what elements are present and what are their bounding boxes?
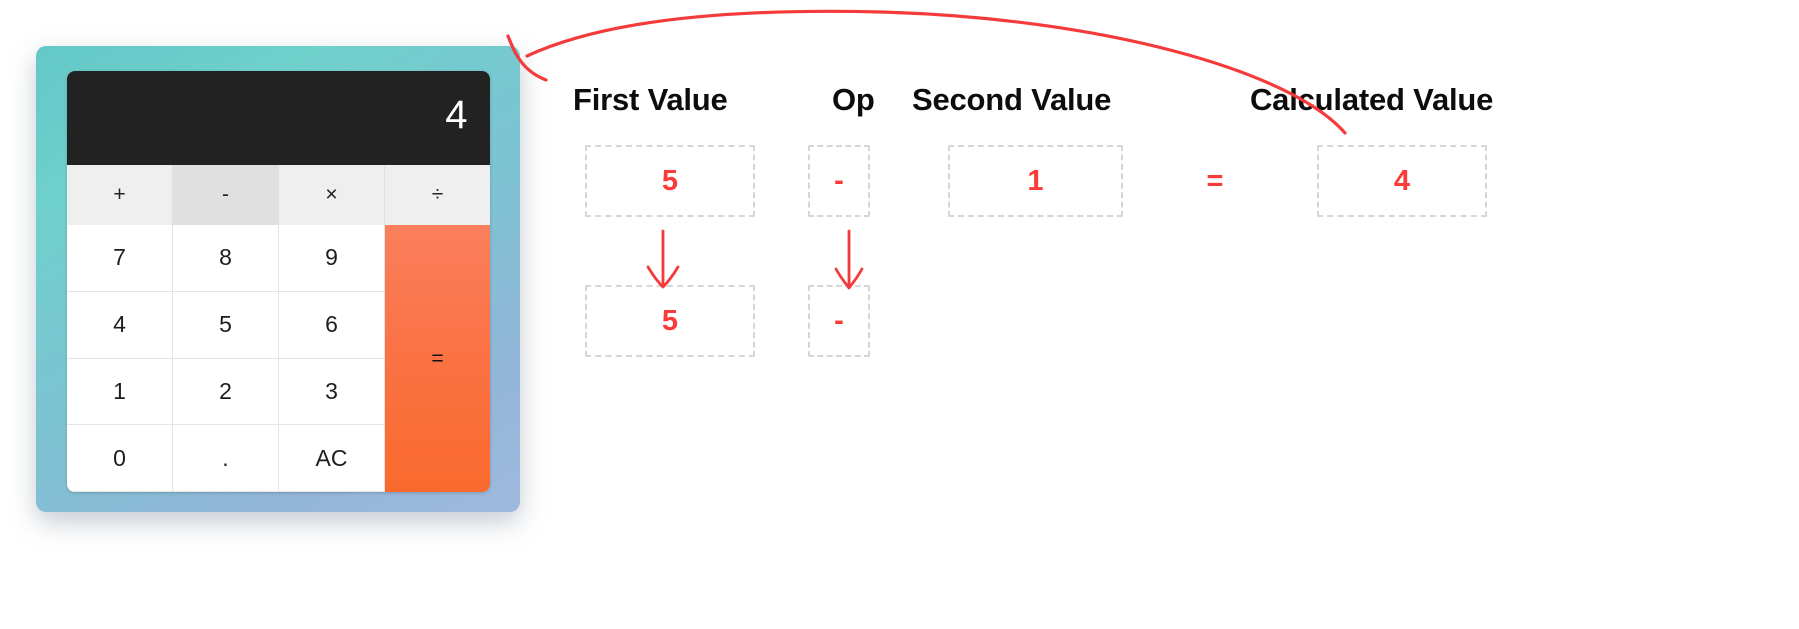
key-label-7: 7 [113,244,126,271]
key-label-5: 5 [219,311,232,338]
header-op: Op [832,82,875,117]
key-0[interactable]: 0 [67,425,173,492]
op-value-row-two: - [834,304,844,337]
operator-label-plus: + [113,183,126,206]
curved-arrow-head-lower [521,62,548,82]
key-label-2: 2 [219,377,232,404]
operator-key-divide[interactable]: ÷ [385,165,490,225]
operator-key-multiply[interactable]: × [279,165,385,225]
key-2[interactable]: 2 [173,358,279,426]
first-value-row-one: 5 [661,164,679,197]
key-label-0: 0 [113,444,126,471]
number-grid: 7 8 9 4 5 6 1 2 3 0 . AC [67,225,385,492]
operator-key-plus[interactable]: + [67,165,173,225]
op-box-row-two[interactable]: - [808,285,870,357]
op-value-row-one: - [834,164,844,197]
key-label-9: 9 [325,244,338,271]
key-4[interactable]: 4 [67,291,173,359]
key-label-1: 1 [113,377,126,404]
calculator-body: 4 + - × ÷ 7 8 9 [67,71,490,492]
operator-label-multiply: × [325,183,338,206]
second-value-box-row-one[interactable]: 1 [948,145,1123,217]
operator-label-divide: ÷ [431,183,444,206]
header-second-value: Second Value [912,82,1112,117]
header-first-value: First Value [573,82,728,117]
second-value-row-one: 1 [1027,164,1044,197]
key-label-6: 6 [325,311,338,338]
column-headers: First Value Op Second Value Calculated V… [560,82,1799,126]
key-6[interactable]: 6 [279,291,385,359]
calculator-display: 4 [67,71,490,165]
key-3[interactable]: 3 [279,358,385,426]
key-7[interactable]: 7 [67,225,173,292]
key-all-clear[interactable]: AC [279,425,385,492]
key-label-all-clear: AC [315,444,348,471]
operator-row: + - × ÷ [67,165,490,225]
key-label-8: 8 [219,244,232,271]
first-value-box-row-two[interactable]: 5 [585,285,755,357]
key-9[interactable]: 9 [279,225,385,292]
calculated-value-box-row-one[interactable]: 4 [1317,145,1487,217]
operator-label-minus: - [222,183,229,206]
key-8[interactable]: 8 [173,225,279,292]
op-box-row-one[interactable]: - [808,145,870,217]
equals-sign-row-one: = [1206,164,1224,197]
key-5[interactable]: 5 [173,291,279,359]
values-panel: First Value Op Second Value Calculated V… [560,0,1799,629]
values-row-one: 5 - 1 = 4 [560,145,1799,227]
calculator-keypad: 7 8 9 4 5 6 1 2 3 0 . AC = [67,225,490,492]
first-value-row-two: 5 [661,304,679,337]
first-value-box-row-one[interactable]: 5 [585,145,755,217]
calculated-value-row-one: 4 [1393,164,1411,197]
key-label-4: 4 [113,311,126,338]
header-calculated-value: Calculated Value [1250,82,1494,117]
operator-key-minus[interactable]: - [173,165,279,225]
key-decimal[interactable]: . [173,425,279,492]
key-1[interactable]: 1 [67,358,173,426]
equals-button[interactable]: = [385,225,490,492]
key-label-3: 3 [325,377,338,404]
key-label-decimal: . [222,444,229,471]
display-value: 4 [445,92,468,137]
calculator-widget: 4 + - × ÷ 7 8 9 [36,46,520,512]
equals-label: = [431,346,444,370]
values-row-two: 5 - [560,285,1799,367]
